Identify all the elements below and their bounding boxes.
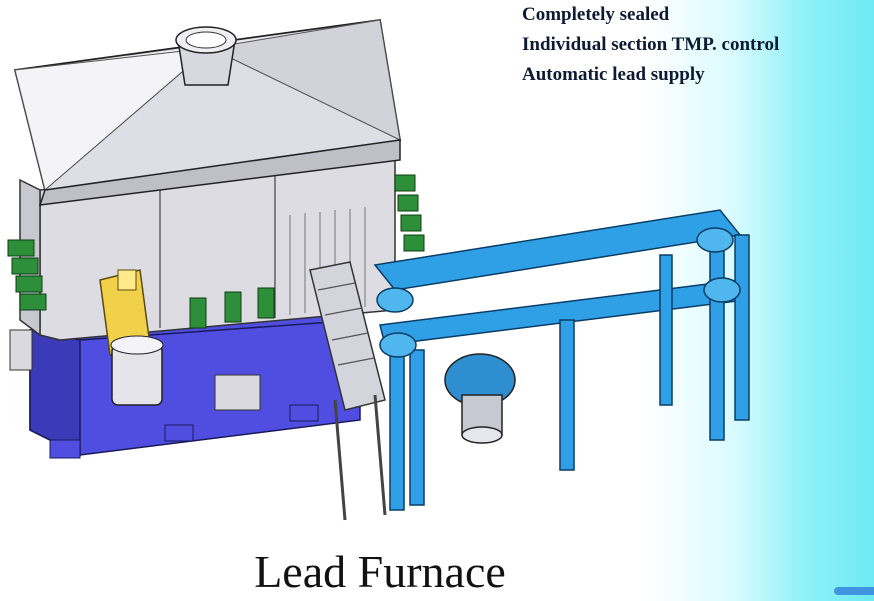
mixer-motor [99,269,164,406]
furnace-hood [13,18,402,206]
feature-item: Completely sealed [522,4,670,25]
corner-decoration [834,587,874,595]
lead-feeder [309,261,387,521]
feature-item: Automatic lead supply [522,64,705,85]
drive-motor [444,353,516,444]
slide-title: Lead Furnace [254,546,506,597]
burners [7,174,425,329]
conveyor-frame [373,209,750,511]
lead-furnace-drawing [7,18,750,521]
feature-list: Completely sealed Individual section TMP… [522,2,779,92]
feature-item: Individual section TMP. control [522,34,780,55]
